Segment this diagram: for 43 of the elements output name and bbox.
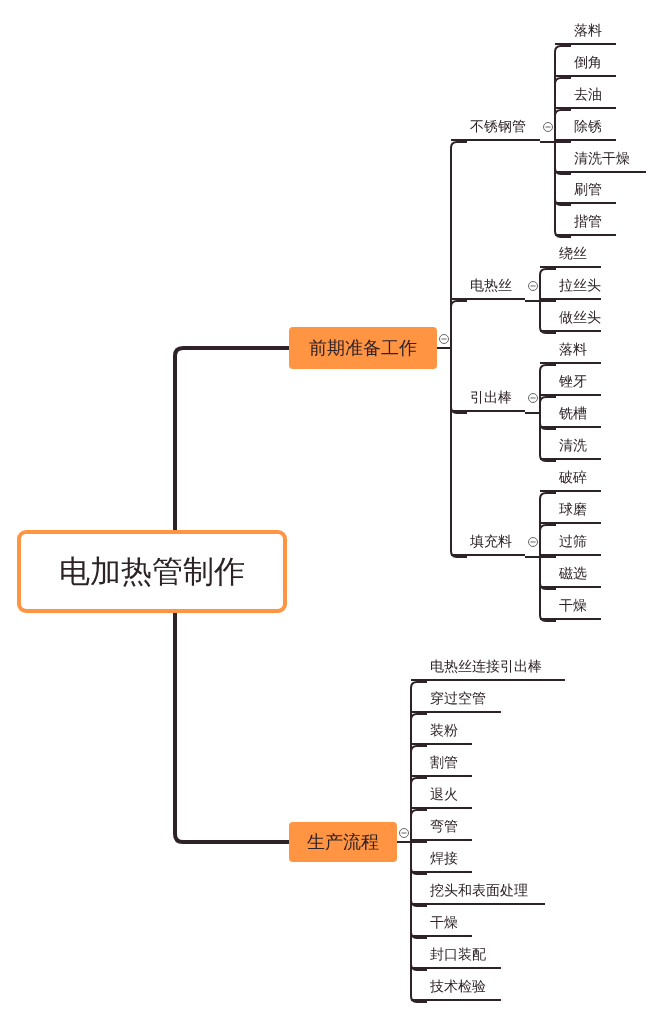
leaf-topic: 挖头和表面处理 (411, 877, 545, 905)
connector-line (524, 556, 557, 622)
leaf-topic: 拉丝头 (540, 272, 601, 300)
leaf-topic: 落料 (555, 17, 616, 45)
leaf-topic: 破碎 (540, 464, 601, 492)
leaf-topic: 除锈 (555, 113, 616, 141)
leaf-topic: 去油 (555, 81, 616, 109)
leaf-topic: 揩管 (555, 208, 616, 236)
leaf-topic: 技术检验 (411, 973, 501, 1001)
leaf-topic: 割管 (411, 749, 472, 777)
connector-line (173, 346, 289, 530)
leaf-topic: 退火 (411, 781, 472, 809)
central-topic: 电加热管制作 (17, 530, 287, 613)
leaf-topic: 磁选 (540, 560, 601, 588)
leaf-topic: 干燥 (411, 909, 472, 937)
leaf-topic: 落料 (540, 336, 601, 364)
leaf-topic: 穿过空管 (411, 685, 501, 713)
main-topic: 前期准备工作 (289, 327, 437, 369)
connector-line (524, 412, 557, 462)
subtopic: 引出棒 (451, 384, 525, 412)
main-topic: 生产流程 (289, 822, 397, 862)
leaf-topic: 绕丝 (540, 240, 601, 268)
leaf-topic: 电热丝连接引出棒 (411, 653, 565, 681)
leaf-topic: 装粉 (411, 717, 472, 745)
leaf-topic: 球磨 (540, 496, 601, 524)
subtopic: 不锈钢管 (451, 113, 540, 141)
connector-line (524, 300, 557, 334)
connector-line (539, 141, 572, 238)
leaf-topic: 弯管 (411, 813, 472, 841)
connector-line (173, 613, 289, 844)
leaf-topic: 刷管 (555, 176, 616, 204)
leaf-topic: 锉牙 (540, 368, 601, 396)
leaf-topic: 清洗 (540, 432, 601, 460)
leaf-topic: 铣槽 (540, 400, 601, 428)
leaf-topic: 干燥 (540, 592, 601, 620)
leaf-topic: 倒角 (555, 49, 616, 77)
leaf-topic: 焊接 (411, 845, 472, 873)
leaf-topic: 封口装配 (411, 941, 501, 969)
subtopic: 填充料 (451, 528, 525, 556)
subtopic: 电热丝 (451, 272, 525, 300)
leaf-topic: 做丝头 (540, 304, 601, 332)
leaf-topic: 清洗干燥 (555, 145, 646, 173)
leaf-topic: 过筛 (540, 528, 601, 556)
